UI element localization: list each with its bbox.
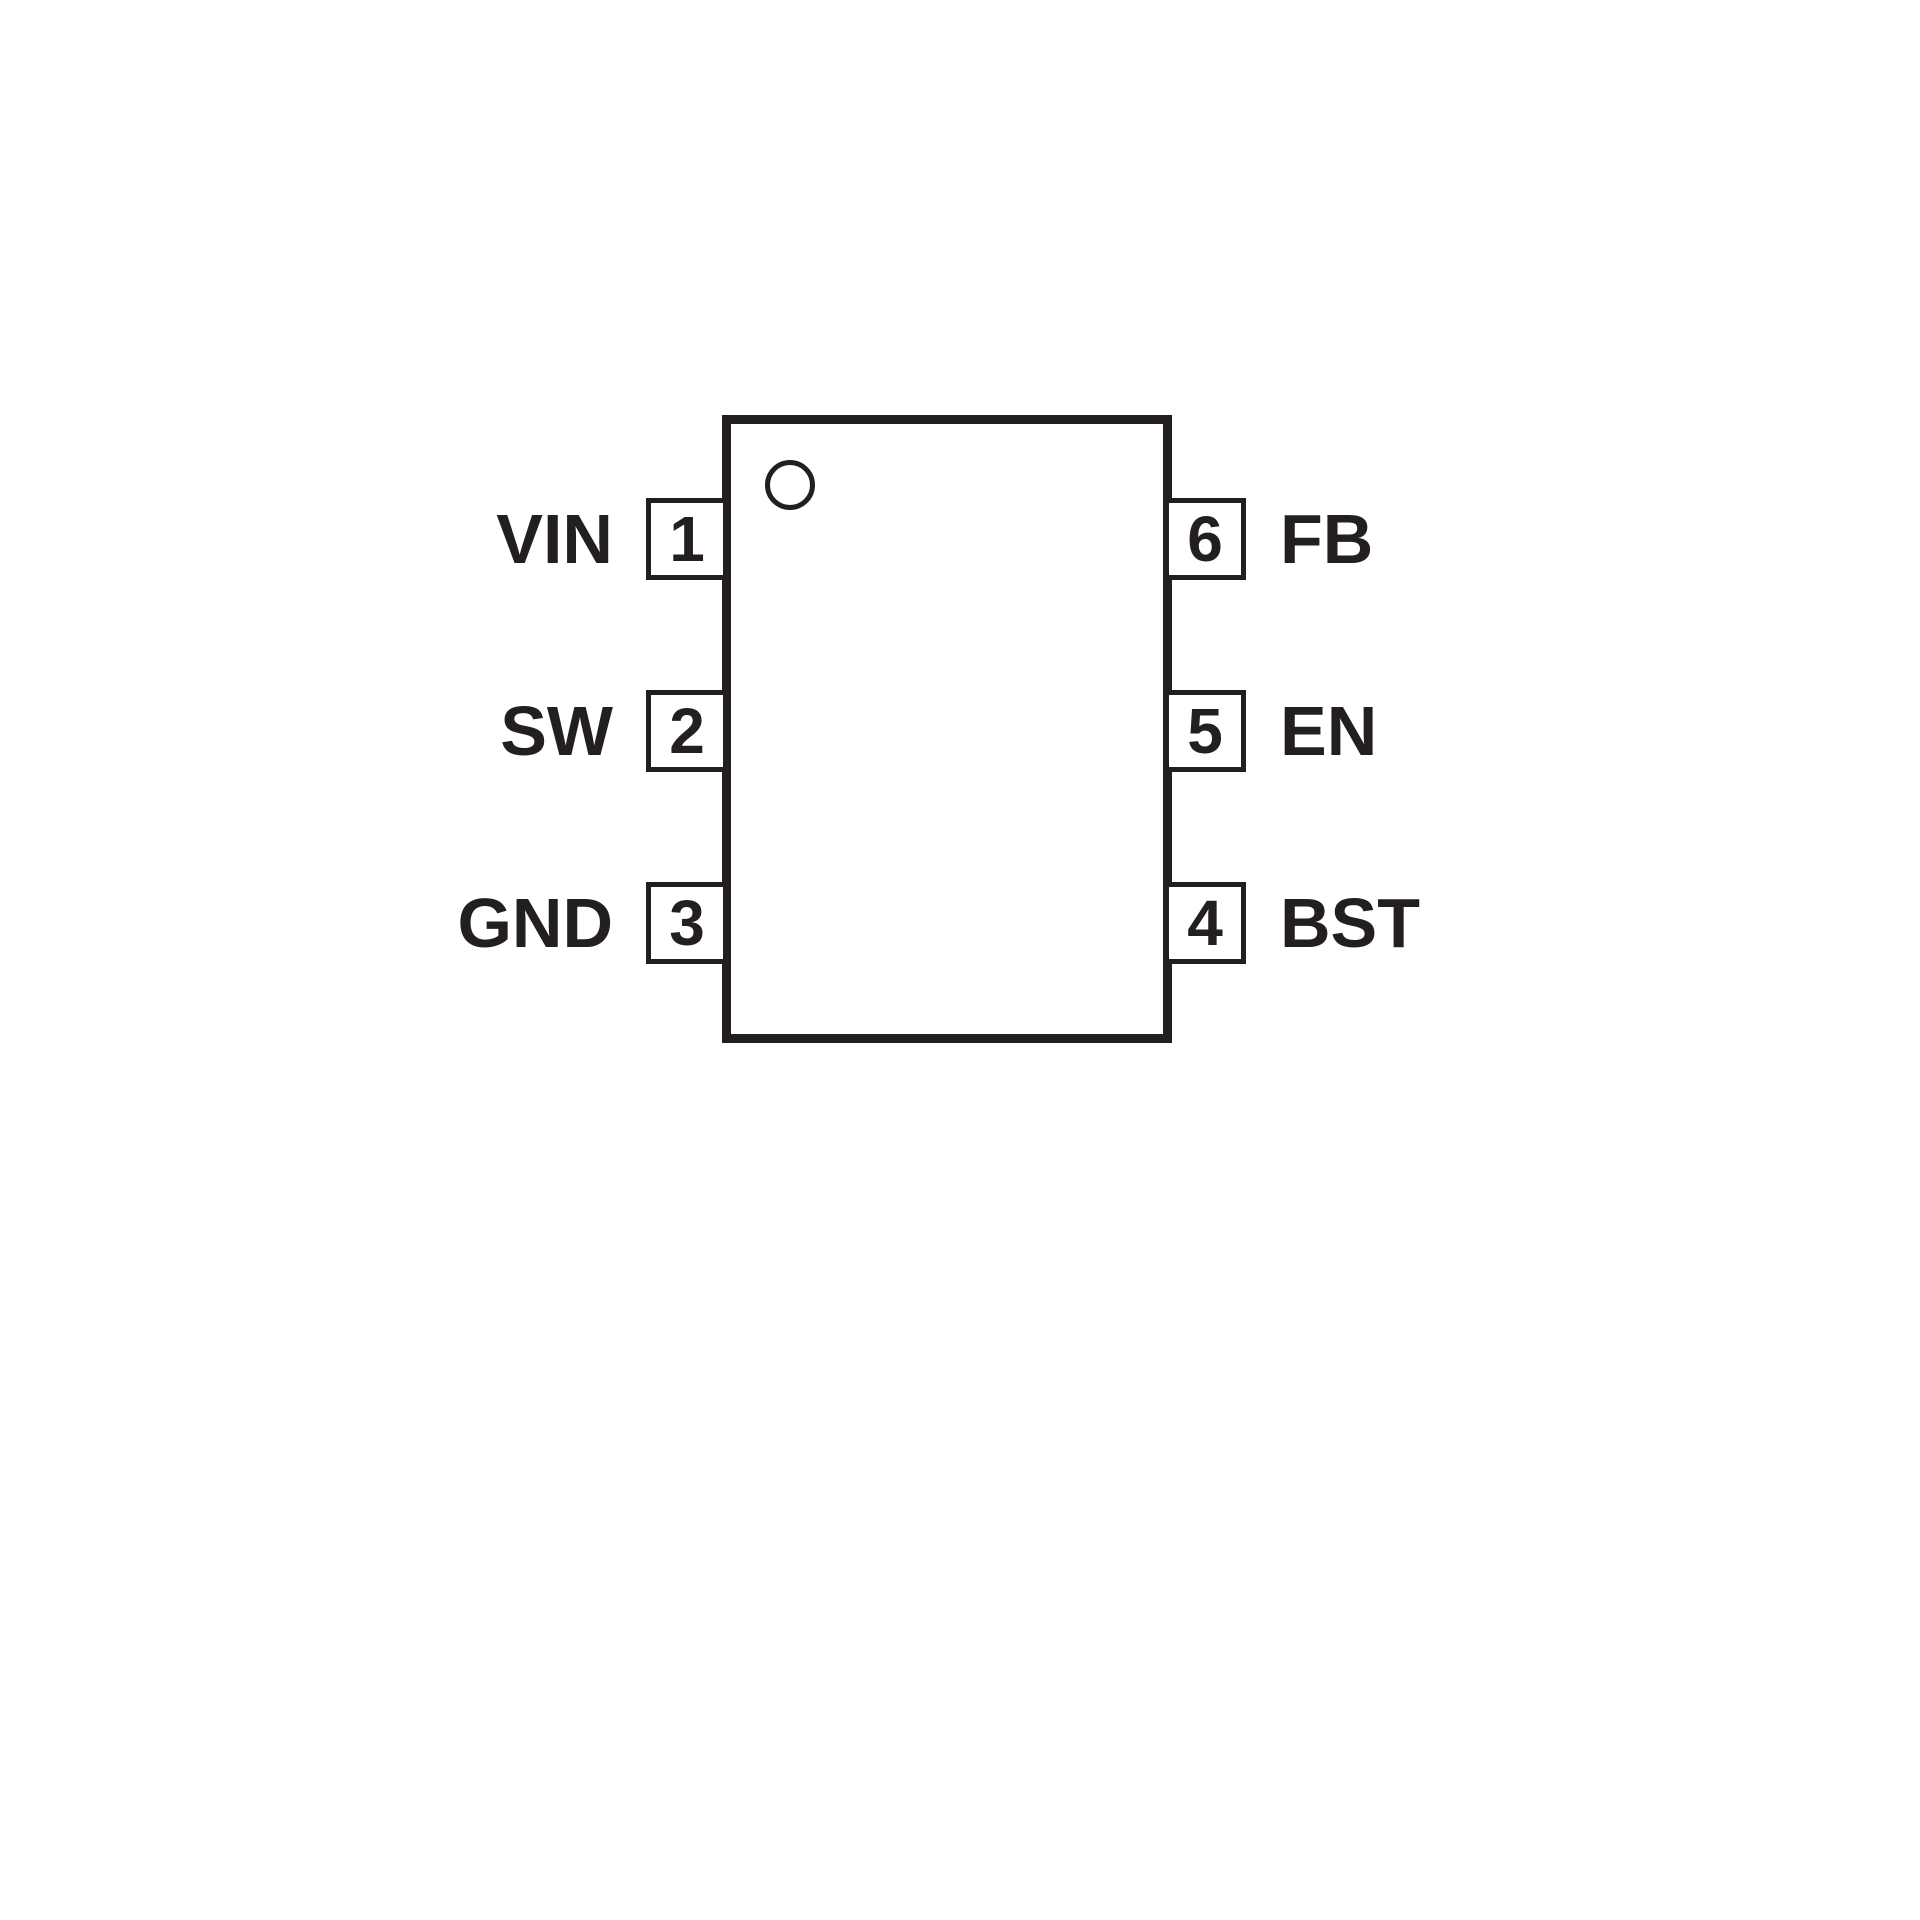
pin-1: VIN 1 <box>496 498 728 580</box>
pin-number: 6 <box>1187 503 1223 575</box>
pin-number: 2 <box>669 695 705 767</box>
pin-label-en: EN <box>1280 692 1378 770</box>
pin-5: 5 EN <box>1164 690 1377 772</box>
pin-number-box: 1 <box>646 498 728 580</box>
pin-number-box: 2 <box>646 690 728 772</box>
pin-label-vin: VIN <box>496 500 613 578</box>
pin-3: GND 3 <box>457 882 728 964</box>
pin-label-fb: FB <box>1280 500 1374 578</box>
pin-2: SW 2 <box>500 690 728 772</box>
pin1-indicator-icon <box>765 460 815 510</box>
pin-4: 4 BST <box>1164 882 1420 964</box>
pin-number: 4 <box>1187 887 1223 959</box>
pin-number: 1 <box>669 503 705 575</box>
pin-label-bst: BST <box>1280 884 1420 962</box>
pin-number-box: 3 <box>646 882 728 964</box>
pin-number: 5 <box>1187 695 1223 767</box>
pin-number-box: 4 <box>1164 882 1246 964</box>
pin-label-gnd: GND <box>457 884 613 962</box>
pin-6: 6 FB <box>1164 498 1373 580</box>
pin-number-box: 5 <box>1164 690 1246 772</box>
pin-label-sw: SW <box>500 692 613 770</box>
pin-number-box: 6 <box>1164 498 1246 580</box>
pin-number: 3 <box>669 887 705 959</box>
